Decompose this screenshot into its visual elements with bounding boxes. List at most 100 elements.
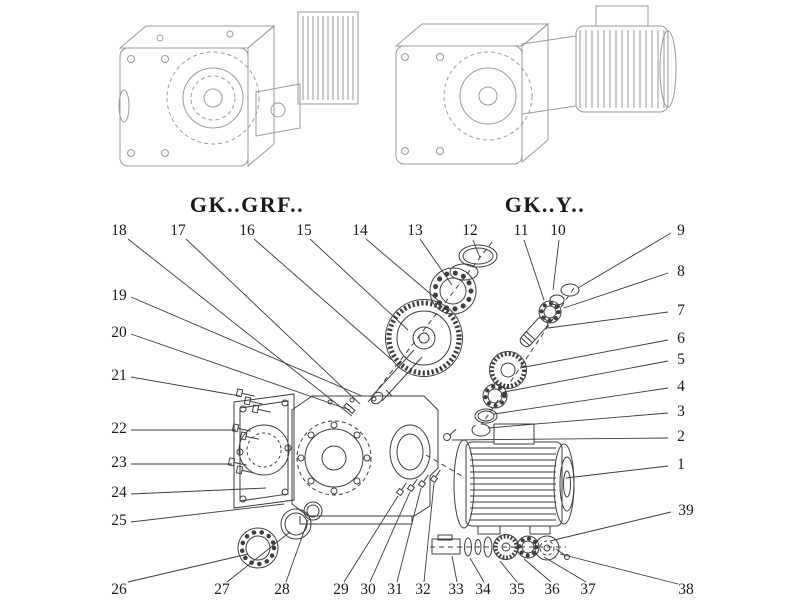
- shaft-key: [343, 402, 356, 415]
- leader-line-8: [563, 272, 669, 309]
- callout-28: 28: [274, 581, 290, 598]
- lower-bearing: [237, 527, 279, 569]
- leader-line-26: [127, 553, 249, 583]
- leader-line-3: [487, 412, 669, 429]
- leader-line-18: [127, 238, 353, 417]
- flange-bolts: [227, 388, 271, 475]
- callout-30: 30: [360, 581, 376, 598]
- callout-6: 6: [677, 330, 685, 347]
- leader-line-13: [419, 238, 453, 286]
- callout-38: 38: [678, 581, 694, 598]
- callout-21: 21: [111, 367, 127, 384]
- model-label-grf: GK..GRF..: [190, 192, 304, 217]
- output-shaft-bearing: [429, 267, 477, 315]
- leader-line-39: [549, 511, 672, 542]
- callout-15: 15: [296, 222, 312, 239]
- end-disc: [534, 535, 560, 561]
- intermediate-bearing: [482, 383, 508, 409]
- output-bevel-gear: [385, 299, 463, 377]
- callout-12: 12: [462, 222, 478, 239]
- leader-line-24: [130, 487, 267, 495]
- leader-line-34: [469, 557, 485, 583]
- leader-line-29: [343, 495, 399, 583]
- output-shaft-assembly: [431, 534, 570, 561]
- callout-1: 1: [677, 456, 685, 473]
- input-pinion-shaft: [519, 316, 549, 348]
- callout-3: 3: [677, 403, 685, 420]
- callout-27: 27: [214, 581, 230, 598]
- callout-16: 16: [239, 222, 255, 239]
- assembled-view-grf: [118, 11, 359, 168]
- callout-32: 32: [415, 581, 431, 598]
- leader-lines: [127, 232, 679, 585]
- callout-18: 18: [111, 222, 127, 239]
- callout-39: 39: [678, 502, 694, 519]
- leader-line-10: [552, 239, 560, 291]
- callout-7: 7: [677, 302, 685, 319]
- leader-line-7: [547, 311, 669, 329]
- callout-17: 17: [170, 222, 186, 239]
- leader-line-27: [226, 531, 291, 583]
- callout-14: 14: [352, 222, 368, 239]
- callout-9: 9: [677, 222, 685, 239]
- leader-line-32: [423, 482, 435, 583]
- leader-line-6: [519, 339, 669, 369]
- callout-36: 36: [544, 581, 560, 598]
- leader-line-1: [565, 465, 669, 479]
- model-label-y: GK..Y..: [505, 192, 586, 217]
- callout-13: 13: [407, 222, 423, 239]
- snap-ring-upper: [449, 263, 479, 281]
- leader-line-19: [130, 296, 363, 397]
- callout-8: 8: [677, 263, 685, 280]
- callout-35: 35: [509, 581, 525, 598]
- callout-10: 10: [550, 222, 566, 239]
- lower-rings: [280, 501, 323, 540]
- retaining-rings: [471, 408, 498, 437]
- output-shaft-key: [437, 534, 453, 541]
- leader-line-36: [523, 558, 552, 583]
- callout-23: 23: [111, 454, 127, 471]
- input-pinion-bearing: [538, 300, 562, 324]
- callout-29: 29: [333, 581, 349, 598]
- leader-line-15: [309, 238, 409, 331]
- callout-26: 26: [111, 581, 127, 598]
- callout-11: 11: [514, 222, 529, 239]
- leader-line-38: [559, 553, 679, 585]
- leader-line-25: [130, 503, 285, 523]
- callout-5: 5: [677, 351, 685, 368]
- callout-2: 2: [677, 428, 685, 445]
- leader-line-11: [523, 239, 545, 301]
- leader-line-31: [396, 487, 422, 583]
- leader-line-2: [451, 437, 669, 441]
- leader-line-37: [543, 556, 587, 583]
- leader-line-35: [499, 560, 518, 583]
- leader-line-30: [369, 491, 411, 583]
- callout-numbers: 18 17 16 15 14 13 12 11 10 9 19 20 21 22…: [111, 222, 694, 598]
- gear-housing: [291, 395, 439, 525]
- callout-4: 4: [677, 378, 685, 395]
- mounting-flange: [233, 393, 295, 509]
- leader-line-21: [130, 376, 241, 397]
- seal-ring: [458, 244, 498, 268]
- leader-line-5: [503, 360, 669, 393]
- housing-bolts: [395, 469, 441, 497]
- intermediate-gear: [489, 351, 527, 389]
- exploded-parts: [227, 241, 580, 569]
- leader-line-20: [130, 333, 351, 411]
- callout-20: 20: [111, 324, 127, 341]
- vent-plug: [443, 428, 457, 441]
- callout-34: 34: [475, 581, 491, 598]
- callout-33: 33: [448, 581, 464, 598]
- callout-25: 25: [111, 512, 127, 529]
- assembly-axis-lines: [367, 241, 575, 548]
- leader-line-14: [365, 238, 441, 303]
- leader-line-9: [577, 232, 672, 289]
- output-assembly-bearing: [516, 535, 540, 559]
- leader-line-33: [451, 555, 458, 583]
- leader-line-17: [185, 238, 361, 405]
- leader-line-12: [472, 239, 481, 259]
- electric-motor: [453, 423, 575, 535]
- callout-24: 24: [111, 484, 127, 501]
